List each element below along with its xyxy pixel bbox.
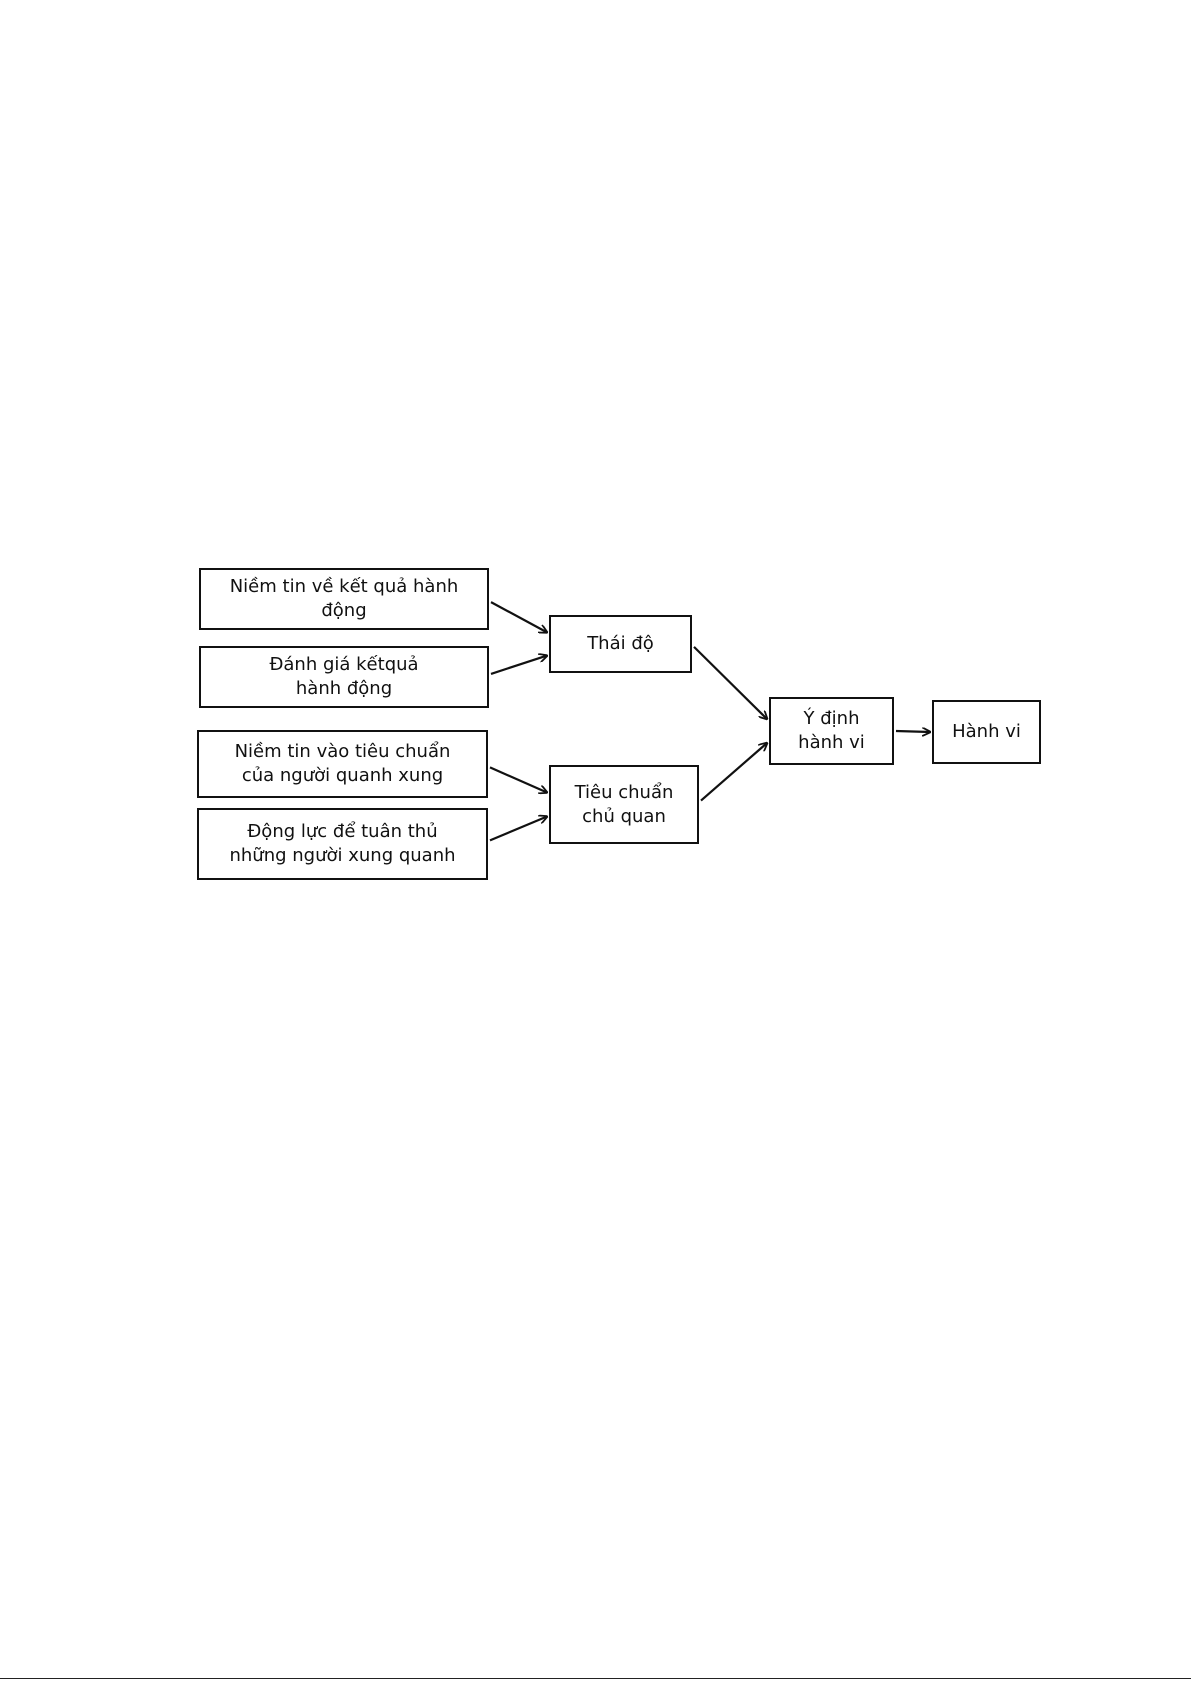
footer-rule [0, 1678, 1191, 1679]
edge-intention-to-behavior [896, 731, 930, 732]
edge-attitude-to-intention [694, 647, 767, 719]
edge-subjective-norm-to-intention [701, 743, 767, 801]
node-belief-outcome: Niềm tin về kết quả hành động [199, 568, 489, 630]
node-line: hành vi [798, 731, 865, 755]
node-line: Tiêu chuẩn [575, 781, 674, 805]
edge-evaluate-outcome-to-attitude [491, 656, 547, 674]
node-subjective-norm: Tiêu chuẩn chủ quan [549, 765, 699, 844]
node-line: Thái độ [587, 632, 654, 656]
edge-belief-norms-to-subjective-norm [490, 767, 547, 792]
node-line: Niềm tin vào tiêu chuẩn [235, 740, 451, 764]
node-evaluate-outcome: Đánh giá kếtquả hành động [199, 646, 489, 708]
node-line: Niềm tin về kết quả hành [230, 575, 459, 599]
node-line: Đánh giá kếtquả [269, 653, 418, 677]
node-line: Hành vi [952, 720, 1021, 744]
node-line: hành động [296, 677, 392, 701]
node-line: Động lực để tuân thủ [247, 820, 437, 844]
node-belief-norms: Niềm tin vào tiêu chuẩn của người quanh … [197, 730, 488, 798]
node-line: động [321, 599, 366, 623]
node-behavior: Hành vi [932, 700, 1041, 764]
node-line: Ý định [804, 707, 860, 731]
node-line: của người quanh xung [242, 764, 443, 788]
node-line: chủ quan [582, 805, 666, 829]
node-intention: Ý định hành vi [769, 697, 894, 765]
edge-belief-outcome-to-attitude [491, 602, 547, 632]
node-attitude: Thái độ [549, 615, 692, 673]
node-line: những người xung quanh [229, 844, 455, 868]
node-motivation-comply: Động lực để tuân thủ những người xung qu… [197, 808, 488, 880]
edge-motivation-comply-to-subjective-norm [490, 817, 547, 841]
